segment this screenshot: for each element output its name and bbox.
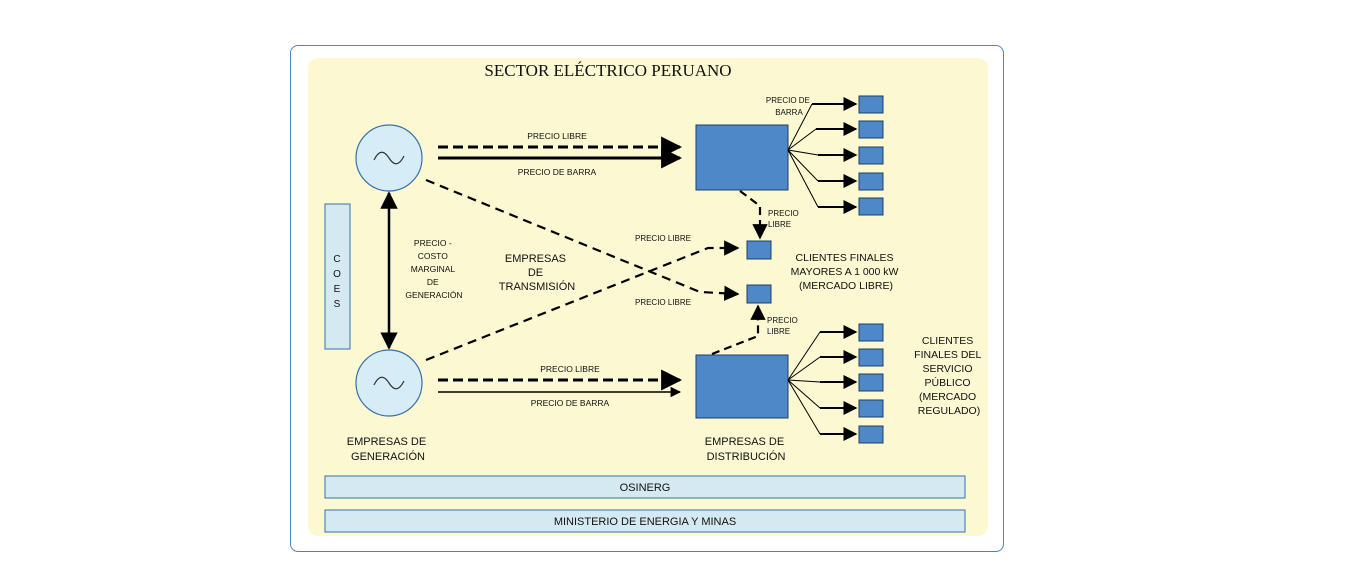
coes-letter: C bbox=[333, 254, 340, 265]
precio-barra-label-fanout: PRECIO DE BARRA bbox=[766, 96, 812, 117]
clientes-regulados-label: CLIENTES FINALES DEL SERVICIO PÚBLICO (M… bbox=[914, 335, 984, 417]
generator-top-sine bbox=[373, 151, 405, 165]
diagram-title: SECTOR ELÉCTRICO PERUANO bbox=[484, 61, 731, 80]
ministerio-label: MINISTERIO DE ENERGIA Y MINAS bbox=[554, 516, 736, 528]
generator-bottom-sine bbox=[373, 376, 405, 390]
regulated-fanout-bottom bbox=[787, 325, 858, 441]
precio-barra-label-bottom: PRECIO DE BARRA bbox=[531, 398, 610, 408]
coes-letter: O bbox=[333, 269, 341, 280]
osinerg-label: OSINERG bbox=[620, 482, 671, 494]
precio-libre-label-top: PRECIO LIBRE bbox=[527, 131, 587, 141]
precio-libre-label-bottom: PRECIO LIBRE bbox=[540, 364, 600, 374]
precio-libre-label-dist-top: PRECIO LIBRE bbox=[768, 209, 801, 229]
precio-barra-label-top: PRECIO DE BARRA bbox=[518, 167, 597, 177]
clientes-libres-label: CLIENTES FINALES MAYORES A 1 000 kW (MER… bbox=[791, 252, 902, 292]
coes-letter: E bbox=[334, 284, 341, 295]
distribution-box-top bbox=[695, 124, 789, 191]
coes-letter: S bbox=[334, 299, 341, 310]
empresas-transmision-label: EMPRESAS DE TRANSMISIÓN bbox=[499, 253, 575, 293]
empresas-generacion-label: EMPRESAS DE GENERACIÓN bbox=[347, 436, 430, 463]
regulated-fanout-top bbox=[787, 97, 858, 214]
precio-costo-marginal-label: PRECIO - COSTO MARGINAL DE GENERACIÓN bbox=[405, 238, 462, 300]
dist-bottom-to-free-client bbox=[711, 304, 766, 356]
osinerg-bar bbox=[324, 475, 966, 499]
ministerio-bar bbox=[324, 509, 966, 533]
free-client-box-2 bbox=[746, 284, 772, 304]
precio-libre-label-cross-1: PRECIO LIBRE bbox=[635, 234, 691, 243]
regulated-client-boxes-top bbox=[858, 95, 884, 216]
empresas-distribucion-label: EMPRESAS DE DISTRIBUCIÓN bbox=[705, 436, 788, 463]
coes-box bbox=[324, 203, 351, 350]
regulated-client-boxes-bottom bbox=[858, 323, 884, 444]
precio-libre-label-dist-bottom: PRECIO LIBRE bbox=[767, 316, 800, 336]
precio-libre-label-cross-2: PRECIO LIBRE bbox=[635, 298, 691, 307]
distribution-box-bottom bbox=[695, 354, 789, 419]
cross-line-bottom-gen bbox=[425, 240, 740, 362]
dist-top-to-free-client bbox=[739, 190, 768, 240]
cross-line-top-gen bbox=[425, 178, 740, 301]
free-client-box-1 bbox=[746, 240, 772, 260]
